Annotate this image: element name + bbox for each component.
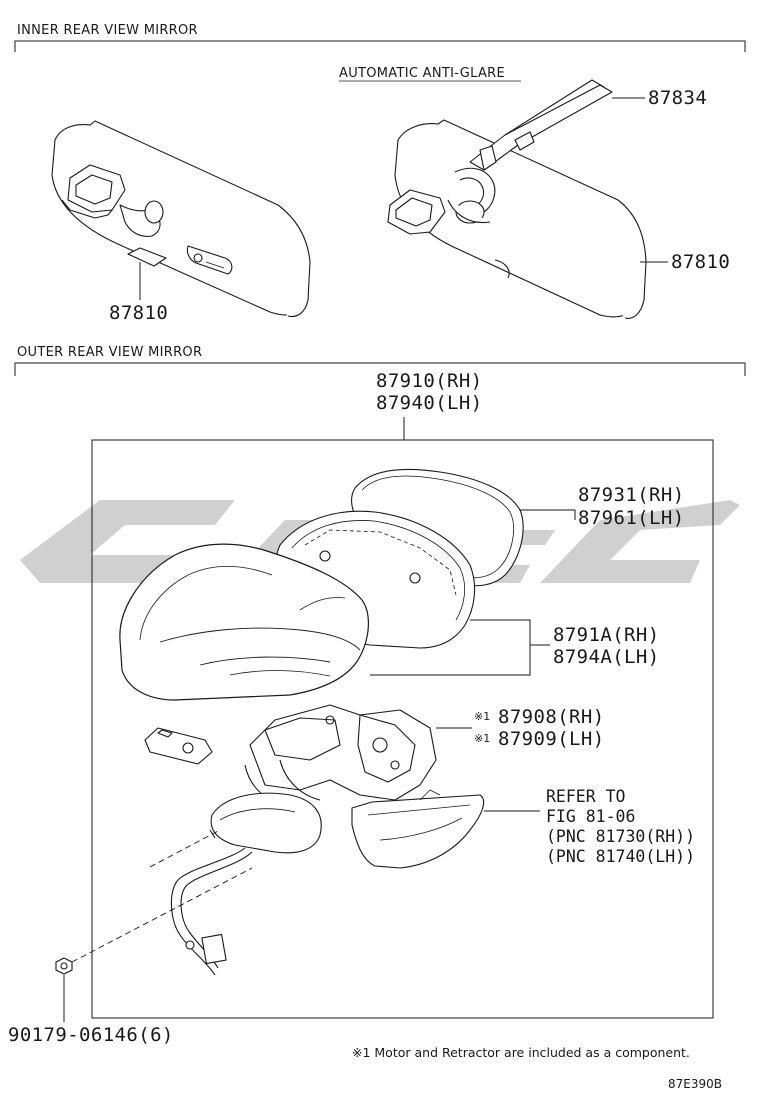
part-number-motor-lh: 87909(LH): [498, 728, 605, 750]
part-number-nut: 90179-06146(6): [8, 1024, 174, 1046]
part-number-cover-rh: 8791A(RH): [553, 624, 660, 646]
part-number-inner-mirror: 87810: [109, 302, 168, 324]
part-number-assy-rh: 87910(RH): [376, 370, 483, 392]
motor-mark-lh: ※1: [474, 732, 490, 745]
leader-cover: [370, 619, 531, 676]
outer-section-bracket: [14, 362, 746, 376]
figure-code: 87E390B: [668, 1077, 722, 1091]
nut-illustration: [55, 957, 73, 975]
part-number-assy-lh: 87940(LH): [376, 392, 483, 414]
part-number-motor-rh: 87908(RH): [498, 706, 605, 728]
inner-mirror-illustration: [51, 120, 311, 318]
refer-line-4: (PNC 81740(LH)): [546, 847, 695, 866]
refer-line-1: REFER TO: [546, 787, 625, 806]
auto-anti-glare-subtitle: AUTOMATIC ANTI-GLARE: [339, 66, 505, 81]
outer-section-title: OUTER REAR VIEW MIRROR: [17, 345, 202, 360]
motor-retractor-illustration: [244, 704, 437, 811]
auto-anti-glare-mirror-illustration: [387, 79, 647, 319]
part-number-mount-cover: 87834: [648, 87, 707, 109]
refer-line-2: FIG 81-06: [546, 807, 635, 826]
motor-mark-rh: ※1: [474, 710, 490, 723]
part-number-glass-rh: 87931(RH): [578, 484, 685, 506]
part-number-glass-lh: 87961(LH): [578, 507, 685, 529]
turn-signal-illustration: [351, 789, 485, 869]
refer-line-3: (PNC 81730(RH)): [546, 827, 695, 846]
mirror-housing-illustration: [119, 543, 369, 701]
wire-harness-illustration: [170, 847, 253, 976]
leader-glass: [520, 509, 576, 520]
part-number-auto-mirror: 87810: [671, 251, 730, 273]
nut-dashed-lines: [71, 829, 253, 963]
inner-section-bracket: [14, 40, 746, 52]
footnote: ※1 Motor and Retractor are included as a…: [352, 1045, 690, 1060]
inner-section-title: INNER REAR VIEW MIRROR: [17, 23, 198, 38]
small-bracket-illustration: [144, 727, 213, 765]
assembly-frame: [91, 439, 714, 1019]
mirror-base-illustration: [209, 792, 322, 854]
part-number-cover-lh: 8794A(LH): [553, 646, 660, 668]
